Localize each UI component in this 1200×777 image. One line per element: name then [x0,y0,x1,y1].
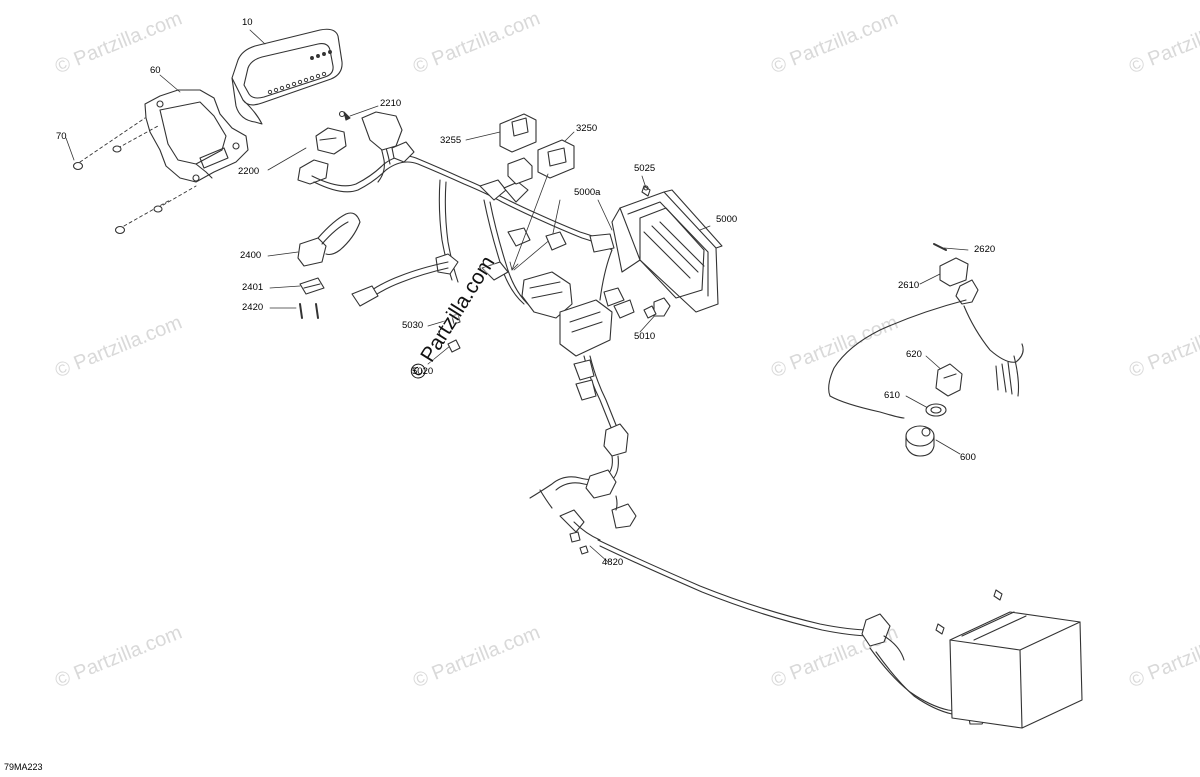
callout-4820: 4820 [602,557,624,568]
callout-5025: 5025 [634,163,656,174]
ring-610[interactable] [925,403,947,417]
callout-2210: 2210 [380,98,402,109]
main-wiring-harness[interactable] [311,111,637,541]
switch-3255[interactable] [499,113,537,185]
callout-2420: 2420 [242,302,264,313]
callout-60: 60 [150,65,161,76]
battery[interactable] [949,611,1083,729]
battery-bolts-icon[interactable] [935,589,1003,635]
callout-2401: 2401 [242,282,264,293]
connector-2400[interactable] [297,212,361,267]
callout-5000: 5000 [716,214,738,225]
callout-5030: 5030 [402,320,424,331]
cluster-support-bracket[interactable] [144,89,249,183]
relay-2610[interactable] [939,257,979,305]
callout-610: 610 [884,390,900,401]
terminal-2401[interactable] [299,277,325,295]
callout-2400: 2400 [240,250,262,261]
callout-2610: 2610 [898,280,920,291]
callout-10: 10 [242,17,253,28]
callout-3250: 3250 [576,123,598,134]
screw-2210-icon[interactable] [338,110,351,121]
callout-2200: 2200 [238,166,260,177]
connector-lead-arrow [509,173,549,271]
callout-5010: 5010 [634,331,656,342]
clip-5010[interactable] [643,297,671,319]
clip-5030-5020[interactable] [447,313,461,353]
callout-620: 620 [906,349,922,360]
instrument-cluster-display[interactable] [231,28,343,125]
callout-2620: 2620 [974,244,996,255]
figure-code: 79MA223 [4,762,43,772]
screw-2620-icon[interactable] [933,243,947,251]
bracket-fasteners[interactable] [79,117,197,227]
tether-cord[interactable] [828,299,1024,419]
callout-3255: 3255 [440,135,462,146]
ignition-switch-600[interactable] [905,425,935,457]
callout-5020: 5020 [412,366,434,377]
nut-70-icon[interactable] [72,145,163,235]
callout-70: 70 [56,131,67,142]
screw-5025-icon[interactable] [641,185,651,197]
pins-2420[interactable] [299,303,319,319]
callout-5000a: 5000a [574,187,601,198]
callout-600: 600 [960,452,976,463]
ground-cable[interactable] [569,531,989,725]
switch-3250[interactable] [537,139,575,179]
key-620[interactable] [935,363,963,397]
engine-control-module[interactable] [611,189,723,313]
connector-2200[interactable] [297,127,347,185]
